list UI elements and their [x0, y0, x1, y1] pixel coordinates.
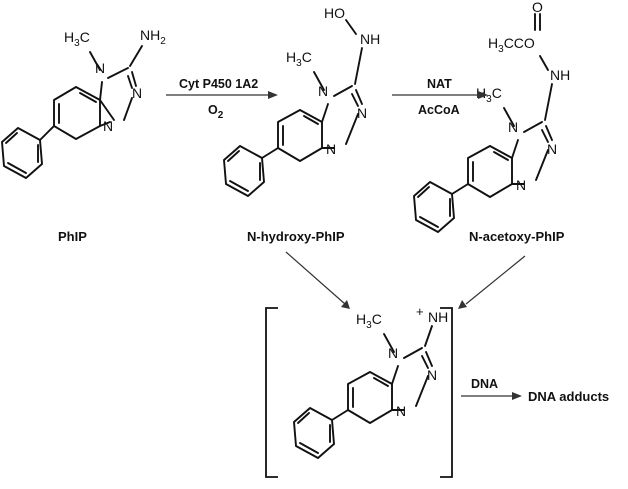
right-bracket [440, 307, 453, 478]
nitrenium-n1: N [388, 345, 398, 361]
nacetoxy-nh: NH [550, 67, 570, 83]
nhydroxy-nh: NH [360, 31, 380, 47]
phip-name: PhIP [58, 229, 87, 244]
phip-methyl: H3C [64, 29, 90, 49]
phip-amino: NH2 [140, 27, 166, 47]
step2-enzyme: NAT [427, 77, 452, 91]
arrow-acetoxy-to-nitrenium [465, 255, 526, 305]
product-label: DNA adducts [528, 389, 609, 404]
nacetoxy-n4: N [516, 177, 526, 193]
nitrenium-n4: N [396, 403, 406, 419]
arrow-hydroxy-to-nitrenium [285, 251, 346, 305]
nhydroxy-ho: HO [324, 5, 345, 21]
step2-cofactor: AcCoA [418, 103, 460, 117]
nitrenium-ion-structure [293, 325, 433, 459]
phip-structure [1, 45, 143, 179]
phip-n3: N [132, 85, 142, 101]
step3-reagent: DNA [471, 377, 498, 391]
nitrenium-plus: + [416, 304, 424, 319]
left-bracket [265, 307, 278, 478]
nacetoxy-n1: N [508, 119, 518, 135]
nhydroxy-methyl: H3C [286, 49, 312, 69]
step1-cofactor: O2 [208, 103, 224, 121]
phip-n1: N [95, 60, 105, 76]
step1-enzyme: Cyt P450 1A2 [179, 77, 258, 91]
nacetoxy-carbonyl-o: O [532, 0, 543, 15]
nitrenium-methyl: H3C [356, 311, 382, 331]
nhydroxy-n1: N [318, 83, 328, 99]
nhydroxy-n3: N [357, 105, 367, 121]
nitrenium-nh: NH [428, 309, 448, 325]
n-hydroxy-phip-name: N-hydroxy-PhIP [247, 229, 345, 244]
nitrenium-n3: N [427, 367, 437, 383]
phip-n4: N [103, 118, 113, 134]
n-hydroxy-phip-structure [223, 19, 363, 197]
n-acetoxy-phip-name: N-acetoxy-PhIP [469, 229, 565, 244]
nacetoxy-n3: N [547, 141, 557, 157]
n-acetoxy-phip-structure [413, 13, 553, 233]
nacetoxy-acetyl: H3CCO [488, 35, 535, 55]
nhydroxy-n4: N [326, 141, 336, 157]
